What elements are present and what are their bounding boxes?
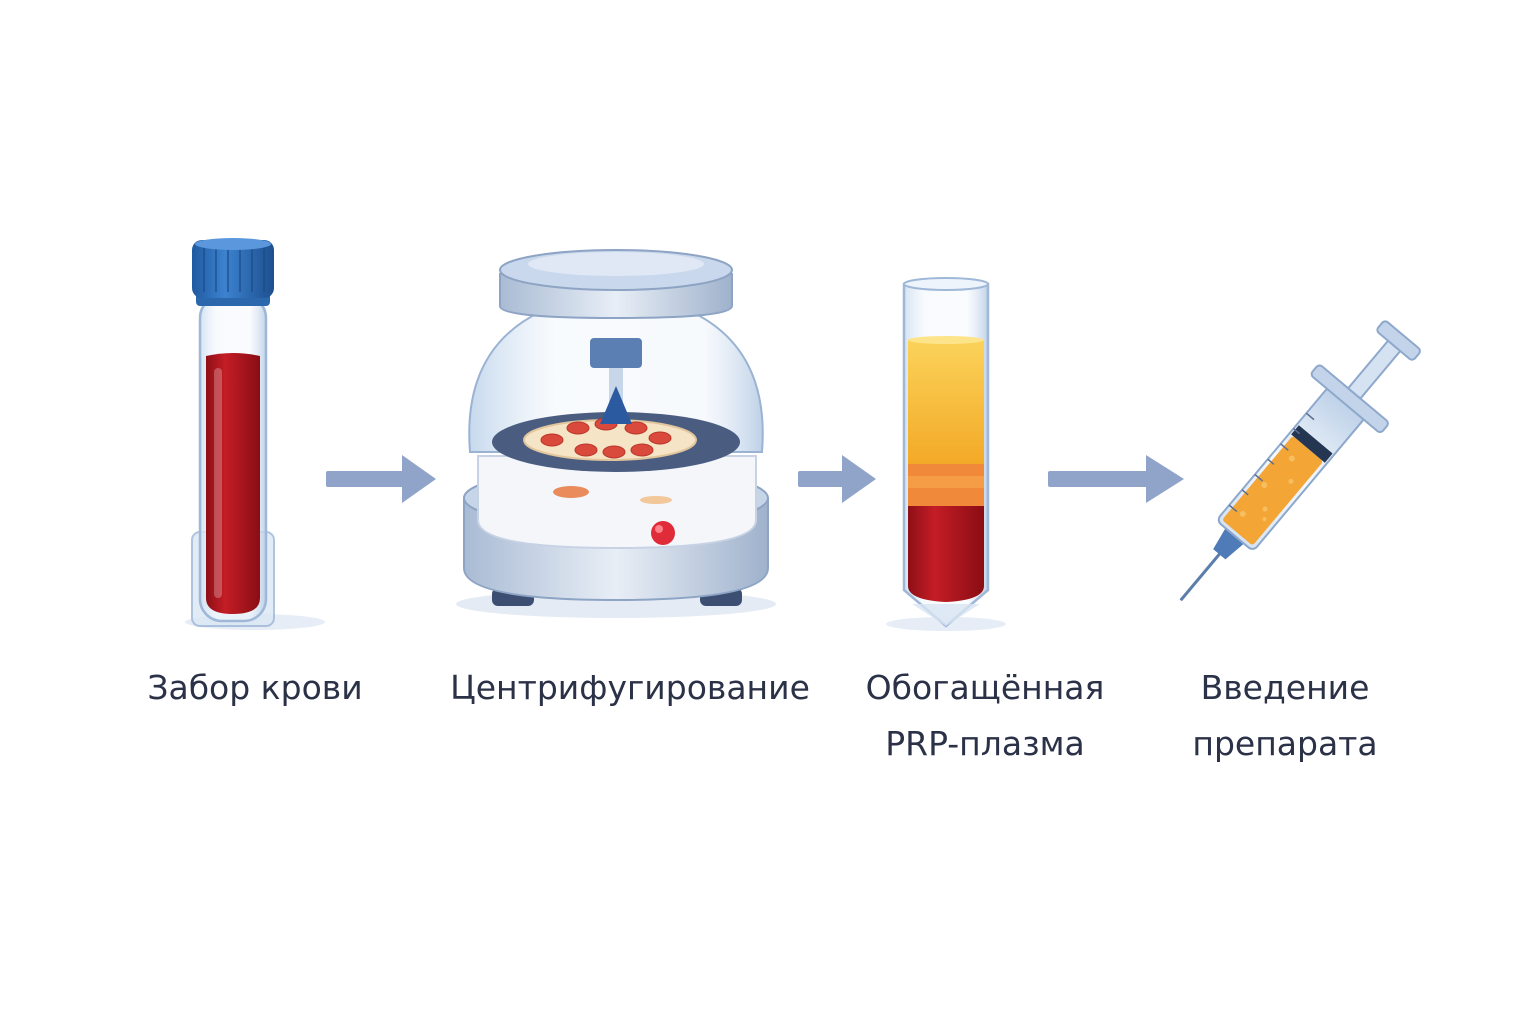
step-2-label: Центрифугирование [430,660,830,716]
step-2-label-line: Центрифугирование [450,668,810,707]
blood-collection-tube-icon [185,238,325,630]
step-4-label: Введение препарата [1150,660,1420,772]
step-3-label-line-1: Обогащённая [865,668,1105,707]
arrow-right-icon [326,455,436,503]
step-1-label: Забор крови [100,660,410,716]
step-1-label-line: Забор крови [147,668,363,707]
syringe-icon [1179,320,1421,602]
step-4-label-line-2: препарата [1192,724,1378,763]
prp-tube-icon [886,277,1006,631]
step-3-label-line-2: PRP-плазма [885,724,1085,763]
centrifuge-icon [456,249,776,618]
arrow-right-icon [798,455,876,503]
step-4-label-line-1: Введение [1200,668,1370,707]
arrow-right-icon [1048,455,1184,503]
step-3-label: Обогащённая PRP-плазма [835,660,1135,772]
